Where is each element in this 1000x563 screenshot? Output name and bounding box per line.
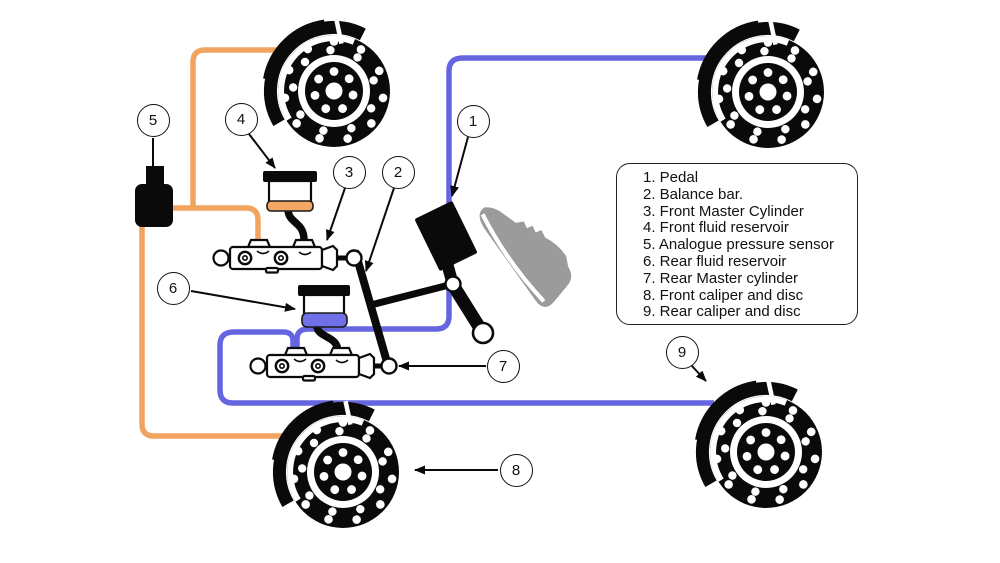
brake-disc-front-left: [269, 20, 390, 147]
rear-line-to-rear-right-disc: [217, 329, 714, 406]
legend-item-rear-fluid-reservoir: 6. Rear fluid reservoir: [643, 252, 787, 270]
callout-8-front-caliper-disc: 8: [499, 453, 533, 487]
pedal-assembly: [345, 201, 495, 375]
rear-mc-end-cap: [249, 357, 267, 375]
front-fluid-reservoir: [263, 171, 317, 241]
rear-mc-pushrod-boot: [357, 352, 376, 380]
callout-9-rear-caliper-disc: 9: [665, 335, 699, 369]
legend-item-front-fluid-reservoir: 4. Front fluid reservoir: [643, 219, 789, 237]
front-mc-pushrod: [337, 255, 348, 261]
rear-mc-mark-2: [335, 359, 349, 364]
callout-arrow-4: [248, 133, 276, 169]
front-mc-mark-2: [298, 251, 312, 256]
front-mc-fitting-1-hole: [242, 255, 249, 262]
legend-item-front-caliper-disc: 8. Front caliper and disc: [643, 286, 804, 304]
callout-arrow-3: [326, 187, 346, 241]
rear-mc-rod-ball: [380, 357, 398, 375]
callout-4-front-fluid-reservoir: 4: [224, 102, 258, 136]
legend-item-pedal: 1. Pedal: [643, 169, 699, 186]
rear-brake-circuit-lines: [217, 55, 714, 406]
rear-mc-mark-1: [293, 358, 307, 363]
front-mc-rod-ball: [345, 249, 363, 267]
rear-mc-fitting-2-hole: [314, 362, 321, 369]
driver-shoe-icon: [479, 207, 572, 307]
front-line-to-front-right-disc: [139, 226, 292, 439]
front-reservoir-body: [267, 179, 313, 205]
front-reservoir-cap: [263, 171, 317, 182]
legend-item-pressure-sensor: 5. Analogue pressure sensor: [643, 236, 834, 254]
brake-disc-rear-left: [703, 21, 824, 148]
balance-bar: [351, 249, 393, 371]
rear-line-to-rear-left-disc: [294, 55, 710, 352]
pedal-pivot: [471, 321, 495, 345]
balance-bar-pivot-joint: [444, 275, 462, 293]
legend-item-front-master-cylinder: 3. Front Master Cylinder: [643, 202, 804, 220]
rear-mc-drain: [301, 374, 317, 382]
legend-box: 1. Pedal 2. Balance bar. 3. Front Master…: [616, 163, 858, 325]
front-reservoir-hose: [284, 208, 308, 241]
front-brake-circuit-lines: [139, 47, 292, 439]
callout-7-rear-master-cylinder: 7: [486, 349, 520, 383]
front-line-sensor-to-master: [172, 205, 261, 243]
callout-arrow-9: [690, 364, 707, 382]
rear-mc-pushrod: [374, 363, 385, 369]
rear-mc-fitting-1-hole: [278, 362, 285, 369]
callout-arrow-1: [450, 136, 469, 197]
front-line-to-front-left-disc: [190, 47, 290, 208]
brake-disc-front-right: [278, 401, 399, 528]
callout-5-pressure-sensor: 5: [136, 103, 170, 137]
legend-item-rear-master-cylinder: 7. Rear Master cylinder: [643, 269, 799, 287]
callout-arrows: [148, 133, 707, 475]
callout-3-front-master-cylinder: 3: [332, 155, 366, 189]
front-mc-pushrod-boot: [320, 244, 339, 272]
legend-item-balance-bar: 2. Balance bar.: [643, 185, 744, 203]
callout-arrow-2: [364, 187, 395, 272]
legend-item-rear-caliper-disc: 9. Rear caliper and disc: [643, 303, 801, 321]
balance-bar-link: [366, 280, 454, 310]
front-master-cylinder: [212, 238, 348, 274]
front-mc-end-cap: [212, 249, 230, 267]
rear-reservoir-cap: [298, 285, 350, 296]
front-mc-mark-1: [256, 250, 270, 255]
shoe-body: [479, 207, 572, 307]
front-mc-fitting-2-hole: [277, 255, 284, 262]
rear-fluid-reservoir: [298, 285, 350, 353]
callout-2-balance-bar: 2: [381, 155, 415, 189]
pedal-pad: [415, 201, 477, 271]
shoe-sole-stripe: [480, 213, 546, 303]
front-reservoir-fluid-band: [266, 200, 314, 212]
rear-reservoir-fluid-band: [301, 312, 348, 328]
brake-disc-rear-right: [701, 381, 822, 508]
callout-6-rear-fluid-reservoir: 6: [156, 271, 190, 305]
front-mc-drain: [264, 266, 280, 274]
rear-master-cylinder: [249, 346, 385, 382]
sensor-body: [135, 184, 173, 227]
callout-1-pedal: 1: [456, 104, 490, 138]
callout-arrow-6: [190, 290, 296, 312]
